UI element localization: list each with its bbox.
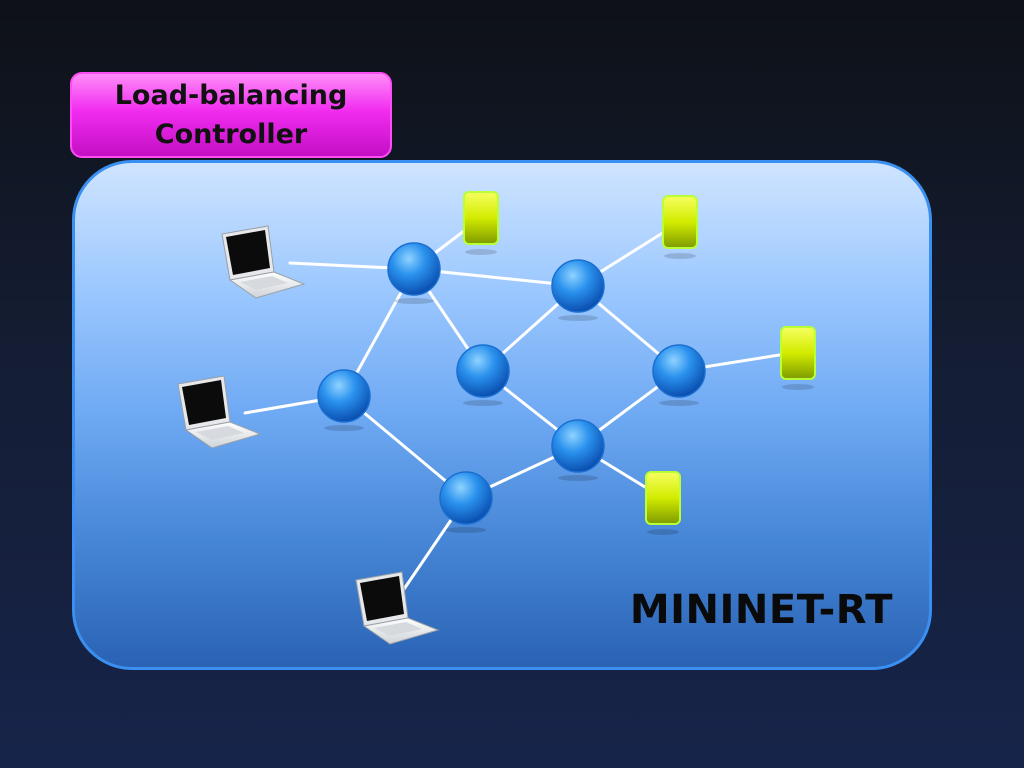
- server-node[interactable]: [780, 326, 816, 390]
- network-label: MININET-RT: [629, 587, 893, 633]
- switch-node[interactable]: [551, 259, 605, 321]
- switch-node[interactable]: [551, 419, 605, 481]
- switch-node[interactable]: [456, 344, 510, 406]
- switch-node[interactable]: [387, 242, 441, 304]
- server-node[interactable]: [463, 191, 499, 255]
- server-node[interactable]: [662, 195, 698, 259]
- laptop-icon[interactable]: [355, 571, 440, 645]
- switch-node[interactable]: [439, 471, 493, 533]
- switch-node[interactable]: [652, 344, 706, 406]
- server-node[interactable]: [645, 471, 681, 535]
- switch-node[interactable]: [317, 369, 371, 431]
- controller-label: Load-balancing Controller: [114, 80, 348, 150]
- laptop-icon[interactable]: [221, 225, 306, 299]
- laptop-icon[interactable]: [177, 375, 262, 449]
- load-balancing-controller-box: Load-balancing Controller: [70, 72, 392, 158]
